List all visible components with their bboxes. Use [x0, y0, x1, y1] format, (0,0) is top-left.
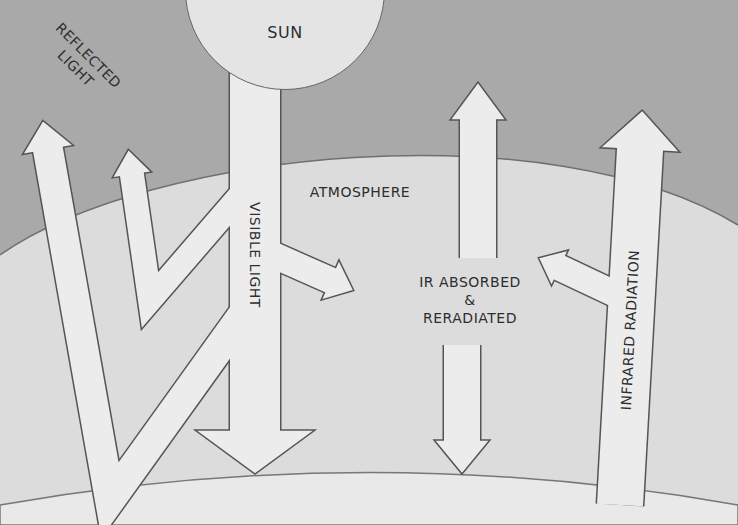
arrow-head	[450, 82, 506, 120]
arrow-head	[195, 430, 315, 474]
visible-light-label: VISIBLE LIGHT	[246, 202, 264, 308]
ir-absorbed-label: IR ABSORBED & RERADIATED	[416, 273, 524, 328]
sun-circle: SUN	[185, 0, 385, 90]
arrow-outline	[459, 118, 498, 258]
arrow-fill	[460, 118, 496, 258]
atmosphere-label: ATMOSPHERE	[310, 183, 410, 201]
arrow-head	[434, 440, 490, 474]
infrared-radiation-label: INFRARED RADIATION	[617, 249, 644, 410]
arrow-head	[600, 110, 680, 152]
node-label: SUN	[267, 23, 302, 44]
arrow-fill	[444, 345, 480, 442]
arrow-outlines	[48, 60, 640, 505]
arrow-heads	[22, 82, 680, 474]
arrow-fills	[48, 60, 640, 505]
arrow-outline	[229, 60, 282, 432]
arrow-outline	[443, 345, 482, 442]
arrow-fill	[48, 148, 250, 500]
arrow-fill	[230, 60, 280, 432]
reflected-light-label: REFLECTED LIGHT	[30, 10, 135, 115]
